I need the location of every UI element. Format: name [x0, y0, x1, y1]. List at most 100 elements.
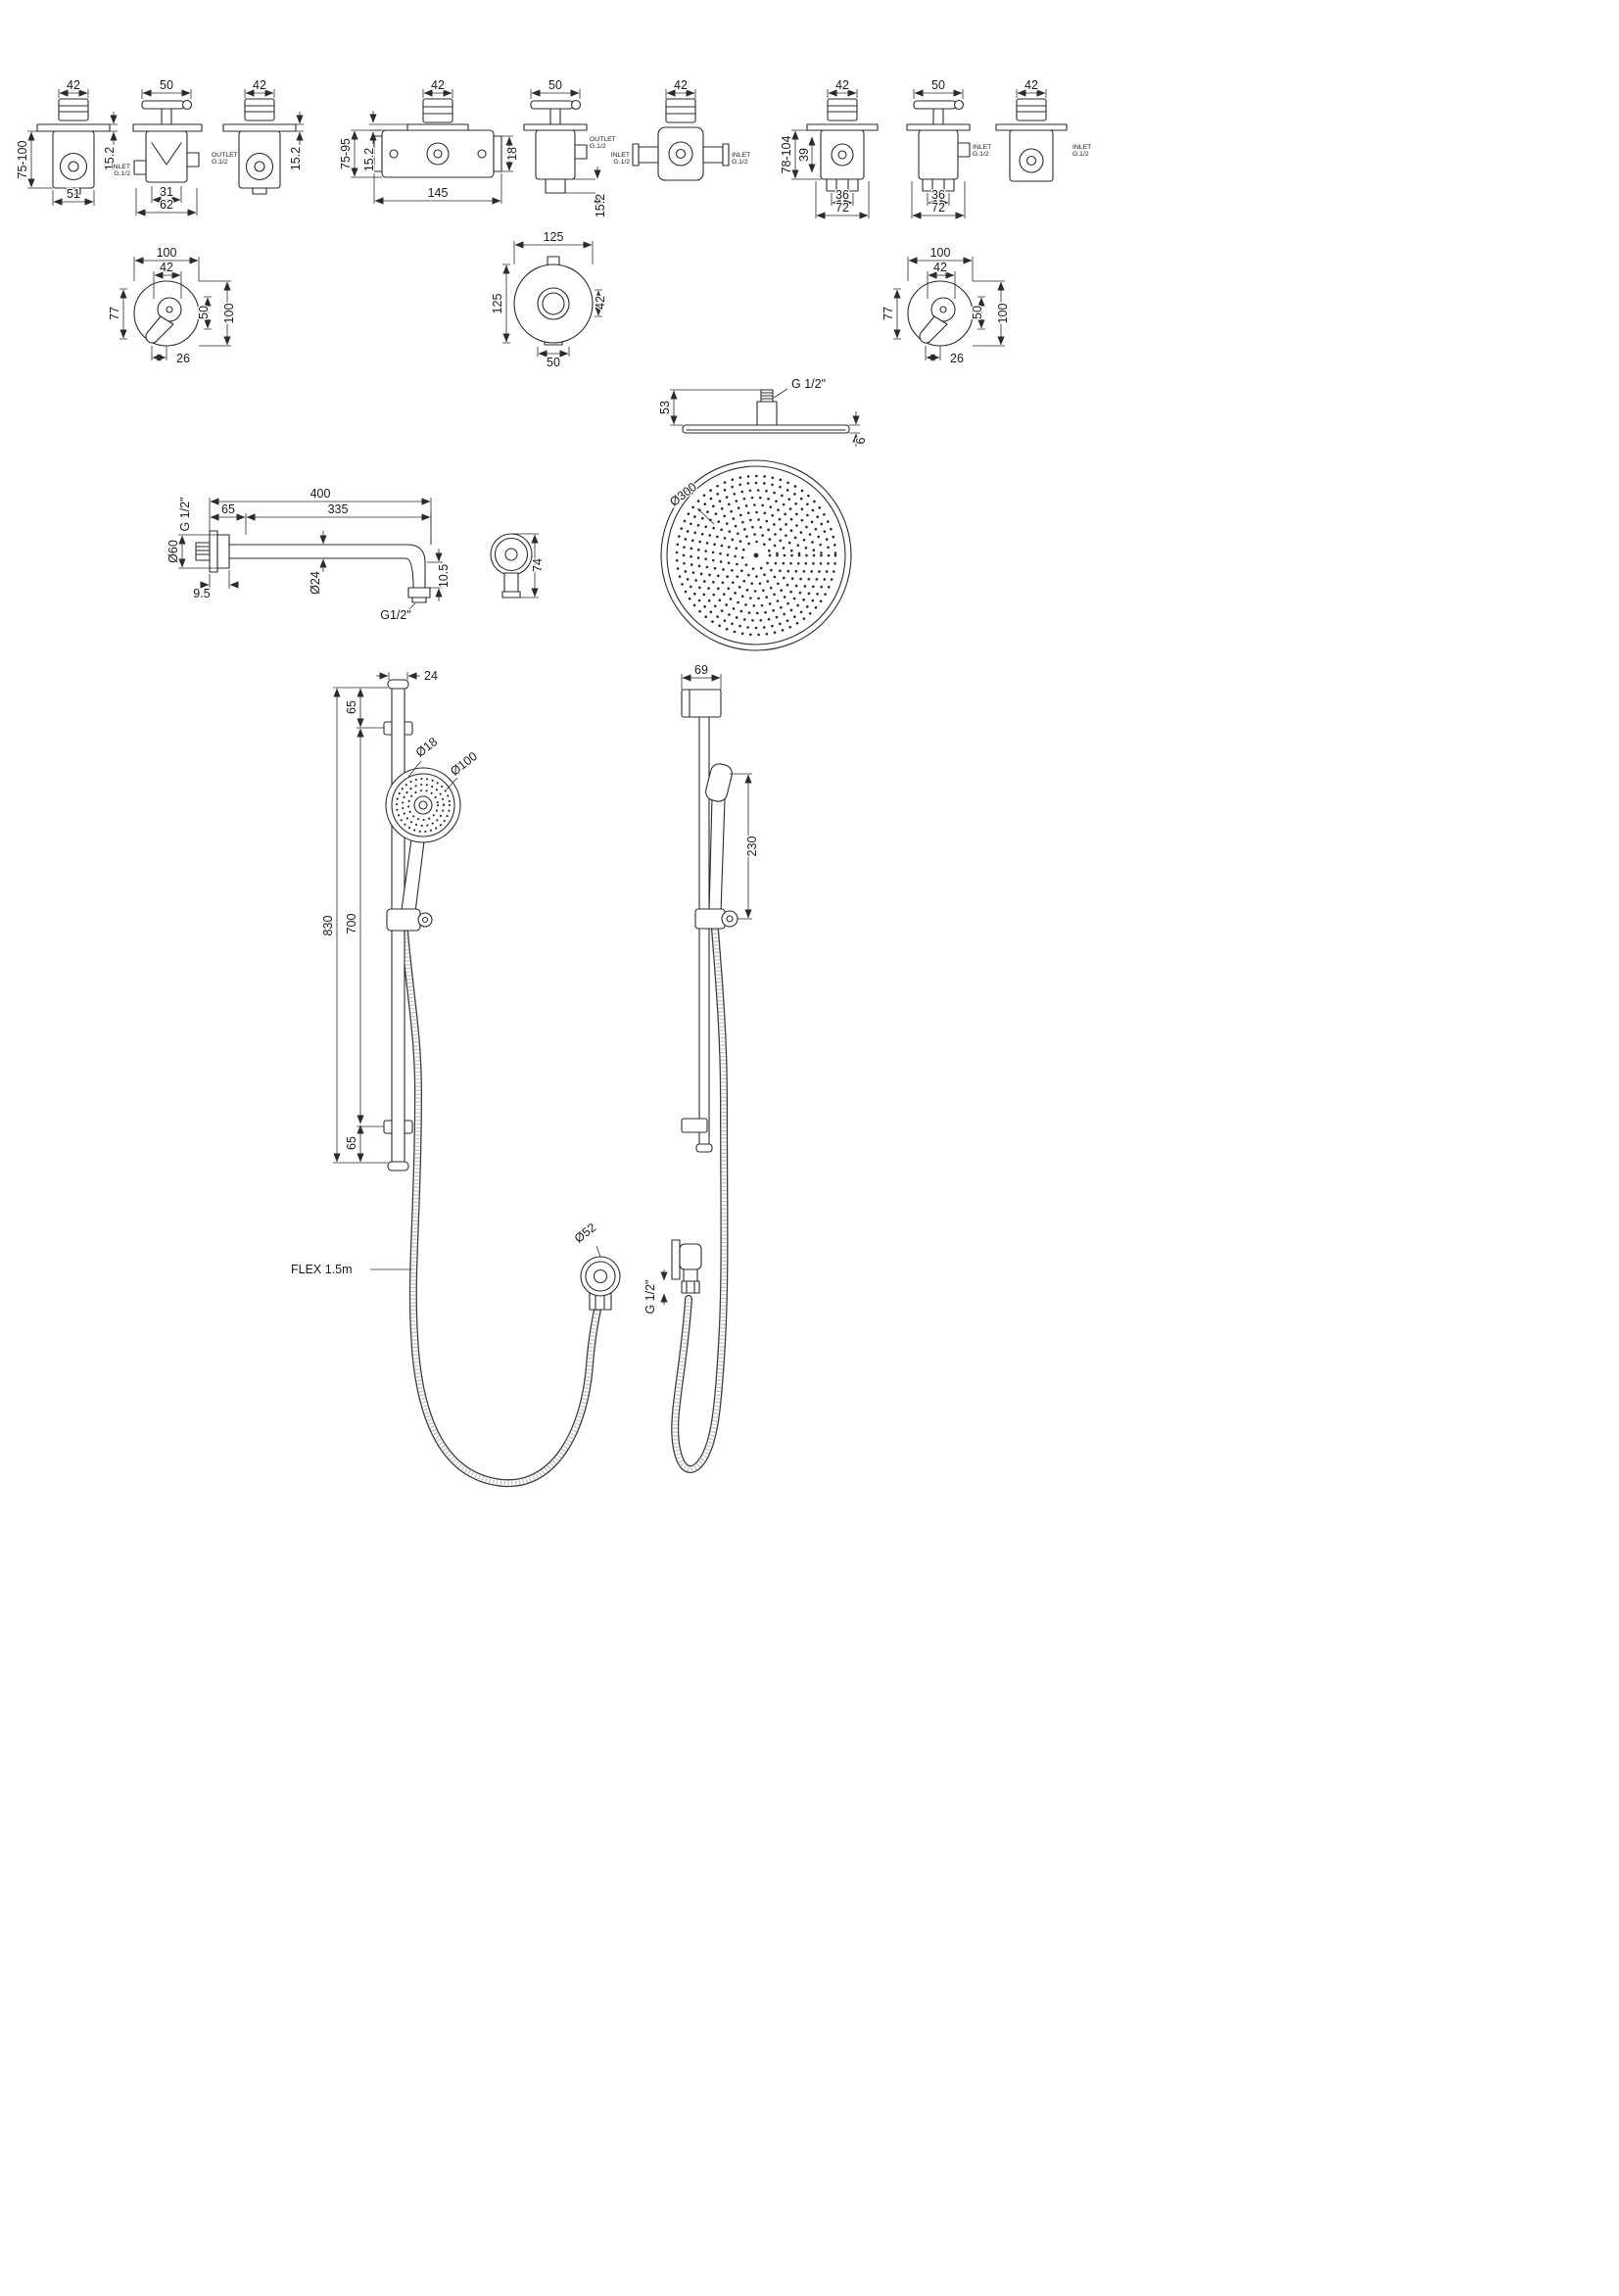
- thread-label: G 1/2": [791, 377, 826, 391]
- valve-left-2: 50 INLET G.1/2 OUTLET G.1/2 31 62: [111, 77, 239, 216]
- dim-depth: 75-100: [15, 130, 53, 189]
- valve-body: [535, 129, 576, 180]
- trim-plate-middle: 125 125 42 50: [490, 229, 609, 371]
- dim-plate: 15.2: [361, 111, 407, 172]
- nozzle-collar: [407, 587, 431, 598]
- dim-label: 15.2: [362, 148, 376, 171]
- wall-plate: [406, 123, 469, 131]
- dim-label: 42: [674, 78, 688, 92]
- outlet-stub: [186, 152, 200, 167]
- valve-right-2: 50 INLET G.1/2 36 72: [906, 77, 992, 219]
- inlet-label: INLET: [1072, 144, 1091, 151]
- dim-height-left: 125: [490, 263, 510, 344]
- valve-left-3: 42 15.2: [222, 77, 304, 195]
- dim-bottom: 50: [537, 347, 570, 370]
- dim-label: 400: [310, 487, 331, 501]
- dim-label: 145: [428, 186, 449, 200]
- dim-width-top: 42: [665, 77, 696, 99]
- valve-stem: [932, 108, 944, 125]
- dim-drop: 10.5: [427, 549, 452, 601]
- dim-label: 74: [531, 558, 545, 572]
- dim-width-bottom: 51: [52, 186, 95, 206]
- rail-bottom-cap-side: [695, 1143, 713, 1153]
- port-right: [943, 178, 955, 192]
- valve-foot: [252, 187, 267, 195]
- flange: [216, 534, 230, 569]
- outlet-label: OUTLET: [590, 136, 616, 143]
- dim-label: 50: [160, 78, 173, 92]
- dim-label: 100: [930, 246, 951, 260]
- valve-lever: [913, 100, 957, 110]
- dim-label: 42: [835, 78, 849, 92]
- dim-label: 125: [491, 294, 504, 314]
- port-left: [826, 178, 837, 192]
- dim-rail-length: 830: [320, 687, 388, 1164]
- check-valve-symbol: [151, 142, 182, 166]
- dim-label: 78-104: [780, 135, 793, 173]
- dim-label: 77: [881, 307, 895, 320]
- dim-label: 100: [222, 304, 236, 324]
- dim-plate: 15.2: [102, 112, 118, 171]
- dim-label: 830: [321, 916, 335, 936]
- dim-lever-offset: 26: [151, 346, 191, 366]
- valve-group-right: 42 78-104 39 36: [779, 77, 1092, 219]
- dim-plate: 15.2: [288, 112, 304, 171]
- dim-label: 69: [694, 663, 708, 677]
- wall-plate: [995, 123, 1068, 131]
- handset-center-cap: [413, 795, 433, 815]
- inlet-stub-right: [702, 146, 724, 164]
- valve-body: [145, 130, 188, 183]
- inlet-left-label: INLET: [611, 152, 630, 159]
- dim-ports-inner: 36: [831, 187, 854, 207]
- wall-plate: [36, 123, 111, 132]
- dim-ports-inner: 36: [927, 187, 950, 207]
- inlet-thread-label: G.1/2: [114, 170, 130, 177]
- dim-inner-diameter: 42: [593, 289, 608, 317]
- valve-right-3: 42 INLET G.1/2: [995, 77, 1092, 182]
- valve-body: [381, 129, 495, 178]
- valve-body: [657, 126, 704, 181]
- dim-label: 50: [971, 306, 984, 319]
- elbow-spout: [683, 1268, 698, 1282]
- dim-width-top: 125: [513, 229, 594, 264]
- wall-bracket-bottom: [681, 1118, 708, 1133]
- dim-label: 26: [950, 352, 964, 365]
- dim-label: 42: [431, 78, 445, 92]
- port-left: [922, 178, 933, 192]
- head-edge: [682, 424, 850, 434]
- dim-width-top: 50: [141, 77, 192, 99]
- dim-label: 75-95: [339, 138, 353, 169]
- dim-label: 31: [160, 185, 173, 199]
- dim-height-left: 77: [107, 288, 127, 340]
- dim-label: 62: [160, 198, 173, 212]
- dim-depth: 78-104: [779, 129, 821, 180]
- outlet-stub-side: [574, 144, 588, 160]
- dim-label: 100: [996, 304, 1010, 324]
- dim-label: 230: [745, 837, 759, 857]
- dim-label: 65: [345, 1136, 358, 1150]
- valve-left-1: 42 75-100 15.2 51: [15, 77, 118, 206]
- dim-label: 50: [548, 78, 562, 92]
- dim-ports-outer: 72: [815, 181, 870, 219]
- dim-label: 72: [835, 201, 849, 215]
- dim-height-inner: 50: [196, 296, 212, 330]
- flex-callout: FLEX 1.5m: [290, 1262, 411, 1277]
- flex-label: FLEX 1.5m: [291, 1263, 353, 1276]
- dim-width-outer: 100: [133, 245, 200, 281]
- overhead-shower: G 1/2" 53 6: [657, 376, 869, 651]
- dim-label: 65: [221, 502, 235, 516]
- dim-label: 42: [594, 296, 607, 310]
- valve-handle: [244, 98, 275, 121]
- trim-plates: 100 42 77 50 100: [107, 229, 1012, 371]
- outlet-spout: [503, 572, 519, 593]
- clamp-knob: [417, 912, 433, 928]
- valve-handle: [827, 98, 858, 121]
- valve-handle: [422, 98, 453, 123]
- dim-label: 42: [160, 261, 173, 274]
- elbow-body: [679, 1243, 702, 1270]
- thread-label: G1/2": [380, 608, 411, 622]
- inlet-left-thread-label: G.1/2: [613, 159, 630, 166]
- dim-label: 50: [197, 306, 211, 319]
- dim-label: 51: [67, 187, 80, 201]
